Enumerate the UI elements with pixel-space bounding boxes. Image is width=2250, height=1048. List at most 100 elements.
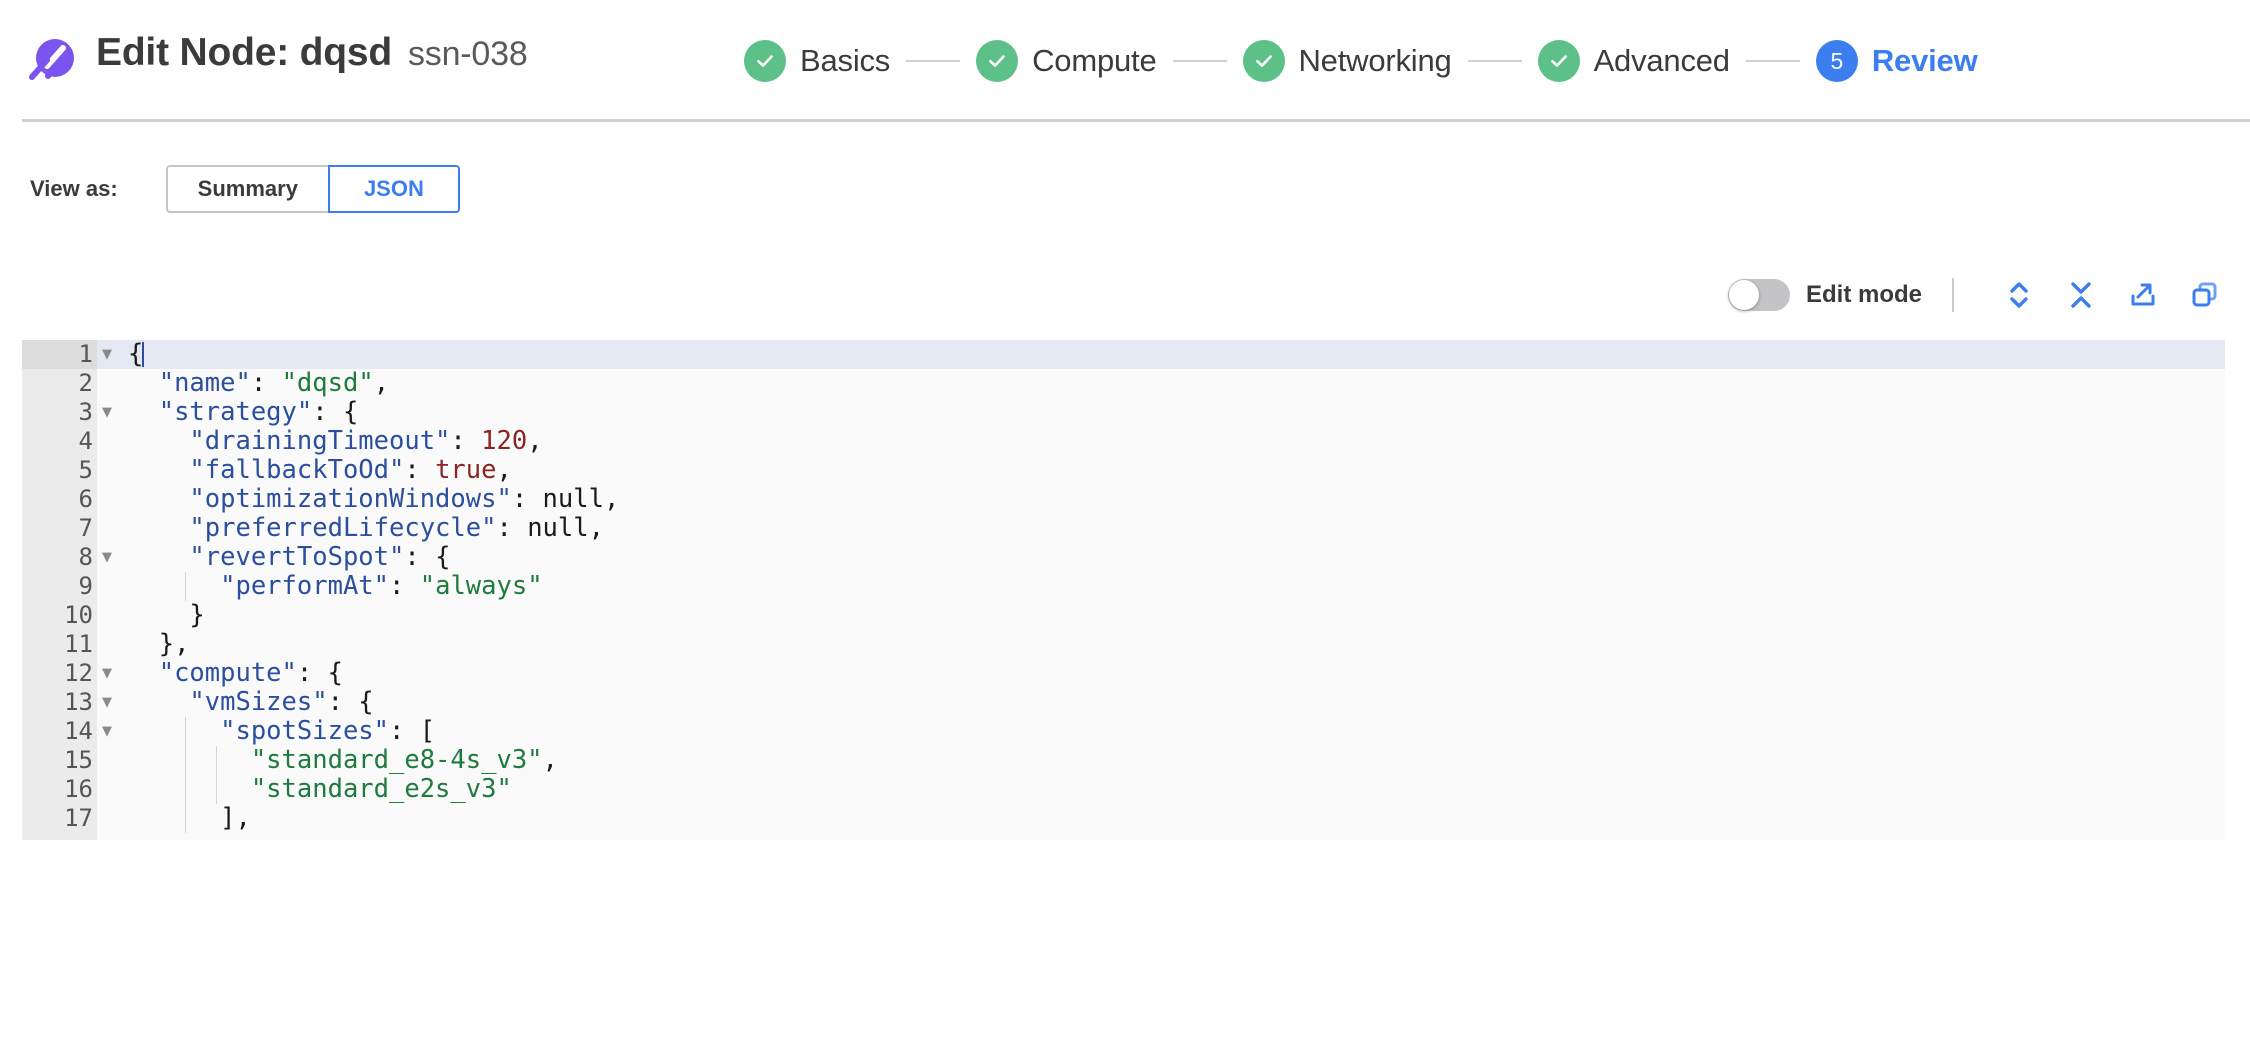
code-indent bbox=[128, 397, 159, 427]
fold-caret-icon[interactable]: ▼ bbox=[102, 695, 112, 710]
copy-icon[interactable] bbox=[2182, 275, 2228, 315]
token-str: "dqsd" bbox=[281, 368, 374, 398]
token-null: null bbox=[542, 484, 604, 514]
step-label: Compute bbox=[1032, 43, 1157, 78]
step-compute[interactable]: Compute bbox=[976, 40, 1157, 82]
page-title-subtitle: ssn-038 bbox=[407, 35, 528, 73]
line-number: 5 bbox=[78, 456, 93, 484]
step-label: Advanced bbox=[1593, 43, 1730, 78]
code-text: "revertToSpot": { bbox=[97, 543, 2225, 572]
code-line[interactable]: 7 "preferredLifecycle": null, bbox=[22, 514, 2225, 543]
token-punc: : { bbox=[327, 687, 374, 717]
code-indent bbox=[128, 716, 220, 746]
code-line[interactable]: 9 "performAt": "always" bbox=[22, 572, 2225, 601]
line-number: 12▼ bbox=[22, 659, 112, 688]
fold-caret-icon[interactable]: ▼ bbox=[102, 666, 112, 681]
step-connector bbox=[1745, 60, 1800, 62]
line-number: 9 bbox=[78, 572, 93, 600]
token-key: "name" bbox=[158, 368, 251, 398]
line-number: 7 bbox=[78, 514, 93, 542]
token-key: "drainingTimeout" bbox=[189, 426, 451, 456]
token-key: "performAt" bbox=[220, 571, 390, 601]
code-line[interactable]: 11 }, bbox=[22, 630, 2225, 659]
step-networking[interactable]: Networking bbox=[1242, 40, 1452, 82]
code-line[interactable]: 6 "optimizationWindows": null, bbox=[22, 485, 2225, 514]
code-line[interactable]: 10 } bbox=[22, 601, 2225, 630]
page-title: Edit Node: dqsd ssn-038 bbox=[96, 31, 734, 91]
code-indent bbox=[128, 368, 159, 398]
view-as-summary-button[interactable]: Summary bbox=[165, 165, 328, 213]
code-indent bbox=[128, 426, 189, 456]
code-indent bbox=[128, 745, 251, 775]
code-line[interactable]: 4 "drainingTimeout": 120, bbox=[22, 427, 2225, 456]
line-number: 1▼ bbox=[22, 340, 112, 369]
edit-mode-label: Edit mode bbox=[1805, 281, 1922, 308]
code-indent bbox=[128, 542, 189, 572]
token-punc: : bbox=[389, 571, 420, 601]
token-punc: , bbox=[527, 426, 543, 456]
code-text: "name": "dqsd", bbox=[97, 369, 2225, 398]
code-line[interactable]: 16 "standard_e2s_v3" bbox=[22, 775, 2225, 804]
code-line[interactable]: 8▼ "revertToSpot": { bbox=[22, 543, 2225, 572]
step-advanced[interactable]: Advanced bbox=[1537, 40, 1730, 82]
code-line[interactable]: 15 "standard_e8-4s_v3", bbox=[22, 746, 2225, 775]
export-icon[interactable] bbox=[2120, 275, 2166, 315]
code-indent bbox=[128, 803, 220, 833]
step-number-badge: 5 bbox=[1815, 40, 1858, 82]
toolbar-divider bbox=[1952, 278, 1954, 312]
token-key: "preferredLifecycle" bbox=[189, 513, 497, 543]
code-text: ], bbox=[97, 804, 2225, 833]
code-line[interactable]: 1▼{ bbox=[22, 340, 2225, 369]
fold-caret-icon[interactable]: ▼ bbox=[102, 347, 112, 362]
code-line[interactable]: 17 ], bbox=[22, 804, 2225, 833]
indent-guide bbox=[215, 775, 217, 804]
line-number: 8▼ bbox=[22, 543, 112, 572]
code-text: "performAt": "always" bbox=[97, 572, 2225, 601]
text-cursor bbox=[142, 342, 145, 367]
code-text: "spotSizes": [ bbox=[97, 717, 2225, 746]
token-punc: : bbox=[250, 368, 282, 398]
code-line[interactable]: 14▼ "spotSizes": [ bbox=[22, 717, 2225, 746]
code-line[interactable]: 5 "fallbackToOd": true, bbox=[22, 456, 2225, 485]
code-text: "optimizationWindows": null, bbox=[97, 485, 2225, 514]
fold-caret-icon[interactable]: ▼ bbox=[102, 550, 112, 565]
line-number: 17 bbox=[64, 804, 93, 832]
line-number: 2 bbox=[78, 369, 93, 397]
token-punc: , bbox=[603, 484, 620, 514]
code-text: "standard_e8-4s_v3", bbox=[97, 746, 2225, 775]
editor-code-lines[interactable]: 1▼{2 "name": "dqsd",3▼ "strategy": {4 "d… bbox=[22, 340, 2225, 833]
header-divider bbox=[22, 119, 2250, 122]
token-punc: : bbox=[450, 426, 482, 456]
json-editor[interactable]: 1▼{2 "name": "dqsd",3▼ "strategy": {4 "d… bbox=[22, 340, 2225, 840]
line-number: 13▼ bbox=[22, 688, 112, 717]
token-punc: , bbox=[496, 455, 512, 485]
code-text: "compute": { bbox=[97, 659, 2225, 688]
step-label: Networking bbox=[1298, 43, 1452, 78]
code-text: }, bbox=[97, 630, 2225, 659]
token-num: 120 bbox=[481, 426, 528, 456]
view-as-json-button[interactable]: JSON bbox=[327, 165, 460, 213]
edit-mode-toggle[interactable] bbox=[1727, 279, 1790, 311]
step-connector bbox=[1467, 60, 1522, 62]
step-review[interactable]: 5 Review bbox=[1815, 40, 1978, 82]
code-line[interactable]: 3▼ "strategy": { bbox=[22, 398, 2225, 427]
app-header: Edit Node: dqsd ssn-038 Basics bbox=[0, 0, 2250, 122]
fold-caret-icon[interactable]: ▼ bbox=[102, 724, 112, 739]
indent-guide bbox=[185, 746, 187, 775]
indent-guide bbox=[185, 804, 187, 833]
token-key: "compute" bbox=[158, 658, 297, 688]
token-punc: : { bbox=[404, 542, 451, 572]
token-key: "vmSizes" bbox=[189, 687, 328, 717]
collapse-all-icon[interactable] bbox=[2058, 275, 2104, 315]
token-punc: } bbox=[189, 600, 205, 630]
expand-all-icon[interactable] bbox=[1996, 275, 2042, 315]
fold-caret-icon[interactable]: ▼ bbox=[102, 405, 112, 420]
code-line[interactable]: 12▼ "compute": { bbox=[22, 659, 2225, 688]
code-line[interactable]: 13▼ "vmSizes": { bbox=[22, 688, 2225, 717]
step-basics[interactable]: Basics bbox=[744, 40, 890, 82]
line-number: 4 bbox=[78, 427, 93, 455]
indent-guide bbox=[185, 717, 187, 746]
code-line[interactable]: 2 "name": "dqsd", bbox=[22, 369, 2225, 398]
token-key: "fallbackToOd" bbox=[189, 455, 405, 485]
token-punc: : { bbox=[312, 397, 359, 427]
